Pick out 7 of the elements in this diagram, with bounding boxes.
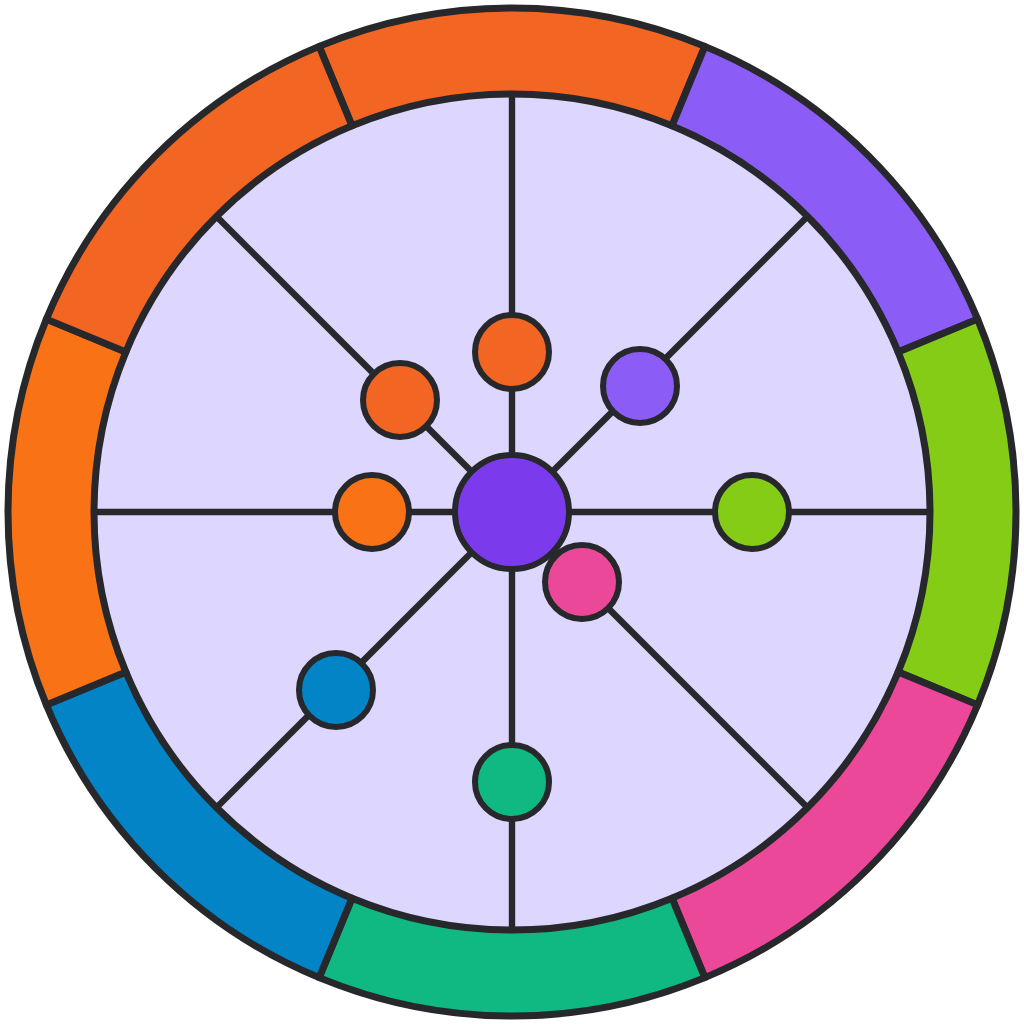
connector-line [423, 423, 474, 474]
connector-line [359, 550, 474, 665]
connector-line [550, 409, 615, 474]
connector-line [508, 570, 516, 744]
connector-line [409, 508, 454, 516]
connector-line [570, 508, 714, 516]
connector-line [508, 390, 516, 454]
